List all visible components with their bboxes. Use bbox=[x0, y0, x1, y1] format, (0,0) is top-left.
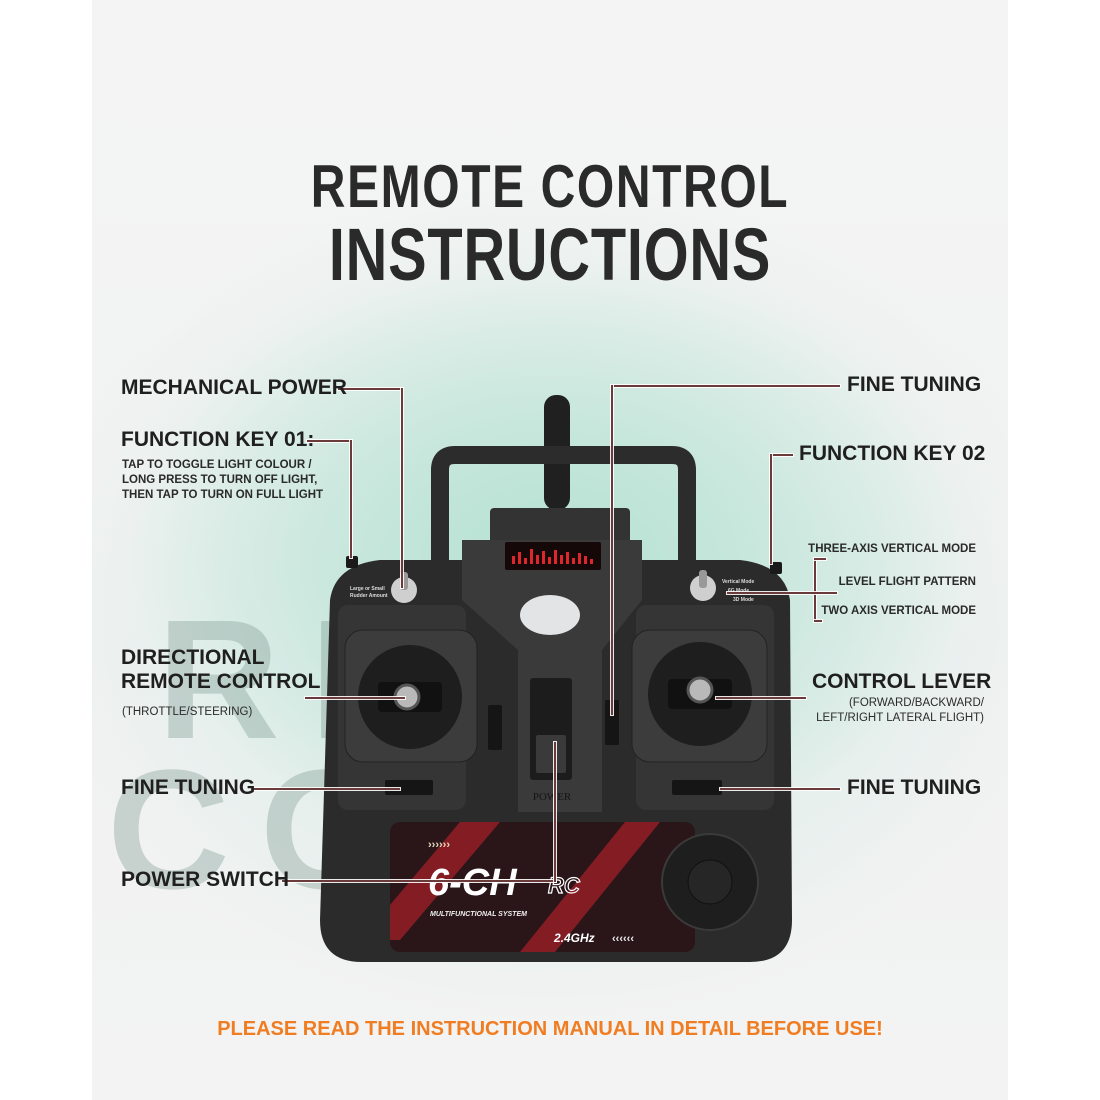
chevrons-right-icon: ›››››› bbox=[428, 839, 450, 851]
leader-function-key-01 bbox=[307, 440, 352, 442]
leader-power-switch bbox=[282, 880, 556, 882]
leader-fine-tuning-left bbox=[252, 788, 400, 790]
function-key-01 bbox=[346, 556, 358, 568]
led-display bbox=[505, 542, 601, 570]
right-horizontal-trim bbox=[672, 780, 722, 795]
label-function-key-01: FUNCTION KEY 01: bbox=[121, 428, 315, 451]
leader-mechanical-power bbox=[338, 388, 403, 390]
label-level-flight: LEVEL FLIGHT PATTERN bbox=[838, 576, 976, 588]
right-stick bbox=[686, 676, 714, 704]
title-line1: REMOTE CONTROL bbox=[310, 153, 790, 220]
left-horizontal-trim bbox=[385, 780, 433, 795]
label-three-axis-mode: THREE-AXIS VERTICAL MODE bbox=[808, 543, 976, 555]
leader-function-key-02-v bbox=[770, 454, 772, 564]
leader-function-key-02 bbox=[771, 454, 793, 456]
leader-directional bbox=[305, 697, 405, 699]
center-panel bbox=[462, 540, 642, 812]
desc-line: TAP TO TOGGLE LIGHT COLOUR / bbox=[122, 459, 312, 471]
label-fine-tuning-left: FINE TUNING bbox=[121, 776, 256, 799]
label-fine-tuning-right: FINE TUNING bbox=[847, 776, 982, 799]
label-power-switch: POWER SWITCH bbox=[121, 868, 289, 891]
modes-bracket-bottom bbox=[814, 620, 822, 622]
chevrons-left-icon: ‹‹‹‹‹‹ bbox=[612, 933, 634, 945]
brand-suffix: RC bbox=[548, 873, 581, 898]
label-two-axis-mode: TWO AXIS VERTICAL MODE bbox=[821, 605, 976, 617]
label-fine-tuning-top: FINE TUNING bbox=[847, 373, 982, 396]
tagline: MULTIFUNCTIONAL SYSTEM bbox=[430, 911, 527, 918]
label-directional: DIRECTIONAL REMOTE CONTROL bbox=[121, 646, 321, 694]
light-button bbox=[520, 595, 580, 635]
leader-fine-tuning-right bbox=[720, 788, 840, 790]
leader-fine-tuning-top bbox=[612, 385, 840, 387]
desc-line: THEN TAP TO TURN ON FULL LIGHT bbox=[122, 489, 324, 501]
frequency: 2.4GHz bbox=[553, 931, 595, 945]
brand-text: 6-CH bbox=[428, 862, 518, 904]
function-key-01-desc: TAP TO TOGGLE LIGHT COLOUR / LONG PRESS … bbox=[122, 458, 323, 503]
leader-mechanical-power-v bbox=[401, 388, 403, 588]
control-lever-desc: (FORWARD/BACKWARD/ LEFT/RIGHT LATERAL FL… bbox=[816, 696, 984, 726]
top-block bbox=[490, 508, 630, 548]
right-vertical-trim bbox=[605, 700, 619, 745]
directional-desc: (THROTTLE/STEERING) bbox=[122, 706, 253, 718]
modes-bracket-top bbox=[814, 558, 826, 560]
label-mechanical-power: MECHANICAL POWER bbox=[121, 376, 347, 399]
leader-power-switch-v bbox=[554, 742, 556, 882]
modes-bracket bbox=[814, 558, 816, 620]
label-control-lever: CONTROL LEVER bbox=[812, 670, 992, 693]
function-key-02 bbox=[770, 562, 782, 574]
led-bars bbox=[512, 549, 593, 564]
power-text: POWER bbox=[533, 791, 572, 803]
left-vertical-trim bbox=[488, 705, 502, 750]
leader-function-key-01-v bbox=[350, 440, 352, 558]
title-line: DIRECTIONAL bbox=[121, 646, 265, 669]
desc-line: (FORWARD/BACKWARD/ bbox=[848, 697, 984, 709]
title-line2: INSTRUCTIONS bbox=[328, 213, 772, 296]
footer-warning: PLEASE READ THE INSTRUCTION MANUAL IN DE… bbox=[217, 1018, 883, 1040]
label-function-key-02: FUNCTION KEY 02 bbox=[799, 442, 986, 465]
desc-line: LEFT/RIGHT LATERAL FLIGHT) bbox=[816, 712, 984, 724]
desc-line: LONG PRESS TO TURN OFF LIGHT, bbox=[122, 474, 318, 486]
leader-control-lever bbox=[716, 697, 806, 699]
leader-level-flight bbox=[727, 592, 837, 594]
title-line: REMOTE CONTROL bbox=[121, 670, 321, 693]
leader-fine-tuning-top-v bbox=[611, 385, 613, 715]
handle bbox=[431, 446, 696, 565]
